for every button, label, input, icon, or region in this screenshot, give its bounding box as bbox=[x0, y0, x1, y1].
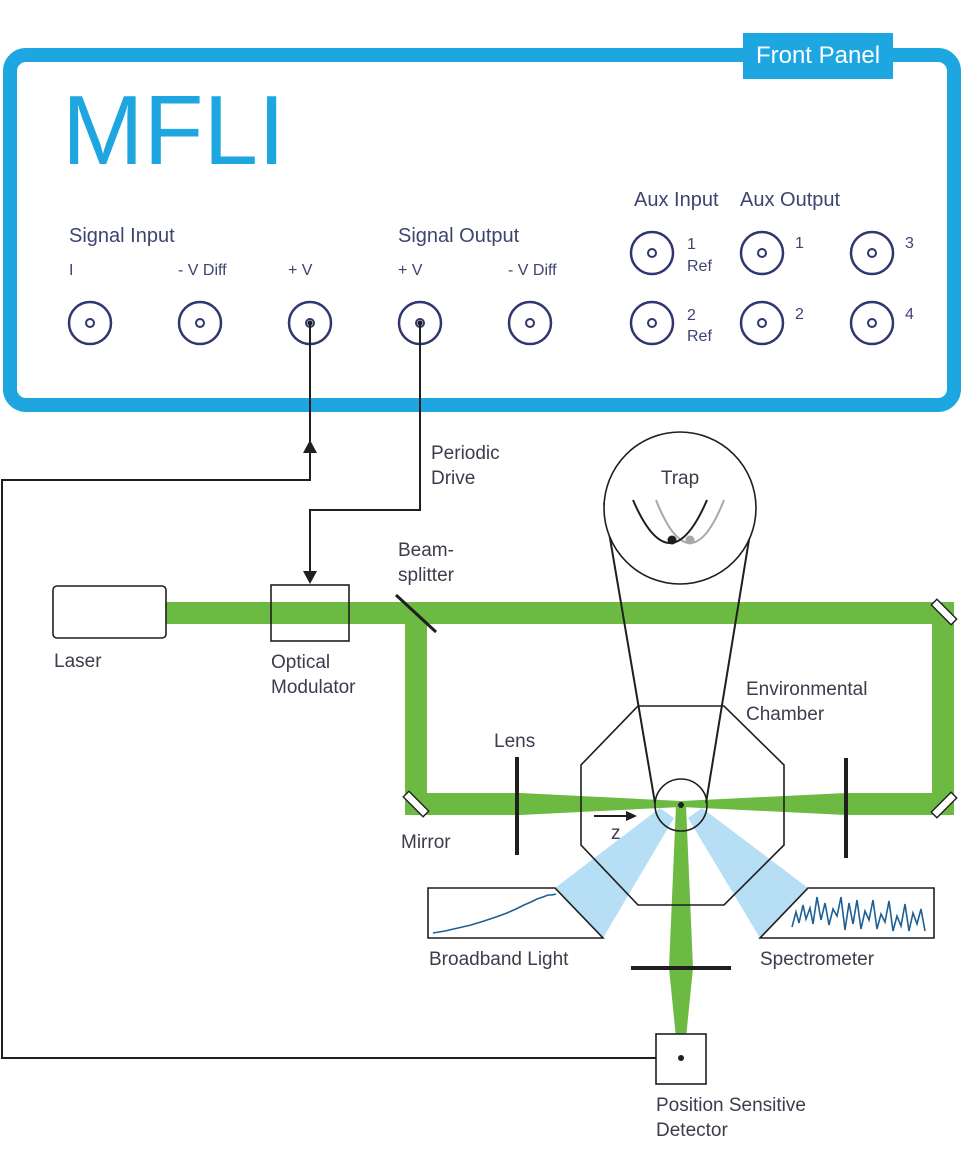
input-arrow-head bbox=[303, 440, 317, 453]
aux-input-1-connector bbox=[629, 230, 675, 276]
trap-focus bbox=[654, 778, 708, 832]
broadband-light-label: Broadband Light bbox=[429, 949, 569, 970]
signal-output-heading: Signal Output bbox=[398, 225, 520, 247]
beamsplitter bbox=[394, 593, 438, 634]
trap-inset bbox=[603, 431, 757, 585]
periodic-drive-label-line2: Drive bbox=[431, 468, 475, 489]
signal-input-i-label: I bbox=[69, 262, 73, 279]
laser-beam bbox=[166, 602, 954, 1058]
aux-output-2-connector bbox=[739, 300, 785, 346]
periodic-drive-label-line1: Periodic bbox=[431, 443, 500, 464]
trap-particle-shifted bbox=[685, 535, 695, 545]
aux-input-1-number: 1 bbox=[687, 236, 696, 253]
mirror-top-right bbox=[930, 598, 958, 626]
aux-output-4-connector bbox=[849, 300, 895, 346]
signal-input-i-connector bbox=[67, 300, 113, 346]
trap-zoom-line-right bbox=[705, 502, 756, 804]
signal-input-v-label: + V bbox=[288, 262, 313, 279]
front-panel: Front Panel MFLI Signal Input I - V Diff… bbox=[3, 33, 961, 412]
spectrometer-light-cone bbox=[688, 808, 808, 938]
drive-arrow-head bbox=[303, 571, 317, 584]
signal-output-vdiff-label: - V Diff bbox=[508, 262, 557, 279]
optical-modulator bbox=[270, 584, 350, 642]
signal-output-vdiff-connector bbox=[507, 300, 553, 346]
mirror-bottom-left bbox=[402, 790, 430, 818]
detector-spot bbox=[678, 1055, 684, 1061]
position-sensitive-detector-label-line1: Position Sensitive bbox=[656, 1095, 806, 1116]
environmental-chamber-label-line2: Chamber bbox=[746, 704, 825, 725]
optical-modulator-label-line1: Optical bbox=[271, 652, 330, 673]
signal-input-heading: Signal Input bbox=[69, 225, 175, 247]
signal-output-v-label: + V bbox=[398, 262, 423, 279]
signal-wiring bbox=[1, 320, 656, 1059]
aux-output-4-number: 4 bbox=[905, 306, 914, 323]
aux-input-2-ref: Ref bbox=[687, 328, 712, 345]
aux-input-2-number: 2 bbox=[687, 307, 696, 324]
trap-zoom-line-left bbox=[603, 502, 656, 804]
beamsplitter-label-line1: Beam- bbox=[398, 540, 454, 561]
beamsplitter-label-line2: splitter bbox=[398, 565, 455, 586]
aux-output-1-number: 1 bbox=[795, 235, 804, 252]
aux-output-2-number: 2 bbox=[795, 306, 804, 323]
z-axis-arrow-head bbox=[626, 811, 637, 821]
aux-input-1-ref: Ref bbox=[687, 258, 712, 275]
aux-input-heading: Aux Input bbox=[634, 189, 719, 211]
aux-output-heading: Aux Output bbox=[740, 189, 841, 211]
broadband-spectrum-trace bbox=[432, 893, 557, 934]
spectrometer-trace bbox=[791, 896, 926, 932]
front-panel-tab-label: Front Panel bbox=[756, 42, 880, 69]
front-panel-frame bbox=[3, 48, 961, 412]
aux-output-3-number: 3 bbox=[905, 235, 914, 252]
mirror-label: Mirror bbox=[401, 832, 451, 853]
trapped-particle bbox=[678, 802, 684, 808]
position-sensitive-detector-label-line2: Detector bbox=[656, 1120, 728, 1141]
environmental-chamber-label-line1: Environmental bbox=[746, 679, 867, 700]
device-title: MFLI bbox=[62, 75, 285, 185]
signal-input-vdiff-connector bbox=[177, 300, 223, 346]
z-axis-label: z bbox=[611, 823, 621, 844]
aux-output-3-connector bbox=[849, 230, 895, 276]
mirror-bottom-right bbox=[930, 791, 958, 819]
trap-label: Trap bbox=[661, 468, 699, 489]
signal-input-vdiff-label: - V Diff bbox=[178, 262, 227, 279]
lens-label: Lens bbox=[494, 731, 535, 752]
optical-modulator-label-line2: Modulator bbox=[271, 677, 356, 698]
laser bbox=[52, 585, 167, 639]
front-panel-tab bbox=[743, 33, 893, 79]
aux-input-2-connector bbox=[629, 300, 675, 346]
environmental-chamber bbox=[580, 705, 785, 906]
position-sensitive-detector bbox=[655, 1033, 707, 1085]
laser-label: Laser bbox=[54, 651, 102, 672]
aux-output-1-connector bbox=[739, 230, 785, 276]
trap-particle bbox=[667, 535, 677, 545]
broadband-light-cone bbox=[555, 808, 674, 938]
spectrometer-label: Spectrometer bbox=[760, 949, 875, 970]
